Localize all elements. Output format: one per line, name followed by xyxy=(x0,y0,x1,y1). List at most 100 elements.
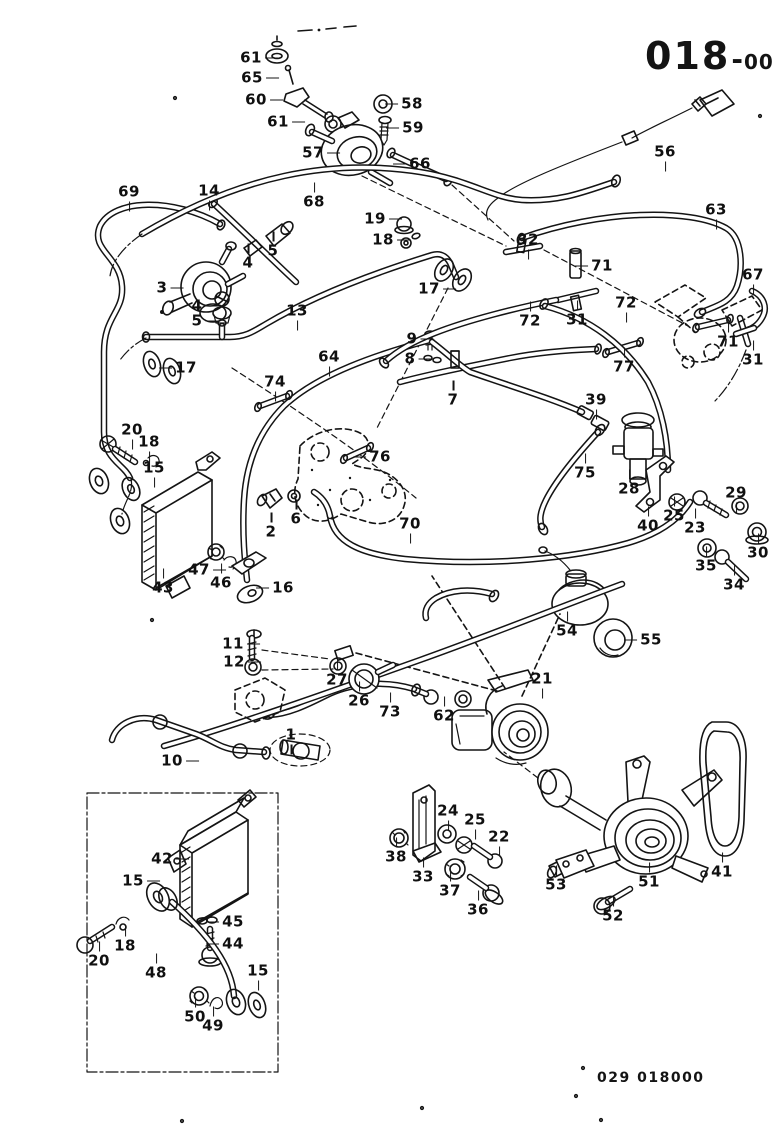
callout-leader-line xyxy=(396,239,410,241)
part-callout-72: 72 xyxy=(615,293,637,323)
part-number-label: 21 xyxy=(531,669,553,688)
part-callout-3: 3 xyxy=(157,280,184,296)
temp-sensor-drawing xyxy=(485,89,735,221)
part-callout-72: 72 xyxy=(519,301,541,329)
callout-leader-line xyxy=(358,681,361,692)
part-callout-16: 16 xyxy=(256,580,294,596)
part-number-label: 73 xyxy=(379,702,401,721)
part-callout-38: 38 xyxy=(385,837,407,865)
callout-leader-line xyxy=(146,880,160,882)
part-number-label: 49 xyxy=(202,1016,224,1035)
part-callout-64: 64 xyxy=(318,349,340,377)
part-number-label: 77 xyxy=(613,357,635,376)
part-number-label: 18 xyxy=(114,936,136,955)
callout-leader-line xyxy=(452,380,455,391)
part-number-label: 23 xyxy=(684,518,706,537)
tee-32-drawing xyxy=(502,236,689,327)
callout-leader-line xyxy=(612,896,615,907)
callout-leader-line xyxy=(664,161,667,172)
callout-leader-line xyxy=(529,301,532,312)
callout-leader-line xyxy=(291,121,305,123)
vertical-tube-71-drawing xyxy=(569,247,582,279)
part-number-label: 14 xyxy=(198,181,220,200)
callout-leader-line xyxy=(648,862,651,873)
callout-leader-line xyxy=(131,439,134,450)
part-callout-59: 59 xyxy=(386,120,424,136)
callout-leader-line xyxy=(694,508,697,519)
part-callout-76: 76 xyxy=(353,449,391,465)
callout-leader-line xyxy=(447,820,450,831)
part-number-label: 54 xyxy=(556,621,578,640)
part-number-label: 33 xyxy=(412,867,434,886)
callout-leader-line xyxy=(328,366,331,377)
part-callout-18: 18 xyxy=(138,434,160,462)
page-code-main: 018 xyxy=(645,34,731,78)
part-number-label: 55 xyxy=(640,630,662,649)
part-number-label: 31 xyxy=(566,310,588,329)
part-number-label: 34 xyxy=(723,575,745,594)
bottom-bracket-cluster-drawing xyxy=(389,784,576,905)
part-callout-33: 33 xyxy=(412,857,434,886)
callout-leader-line xyxy=(257,980,260,991)
part-number-label: 66 xyxy=(409,154,431,173)
callout-leader-line xyxy=(247,661,261,663)
part-number-label: 57 xyxy=(302,143,324,162)
callout-leader-line xyxy=(575,265,589,267)
part-callout-15: 15 xyxy=(122,871,160,890)
callout-leader-line xyxy=(148,451,151,462)
part-callout-66: 66 xyxy=(393,154,431,173)
callout-leader-line xyxy=(395,837,398,848)
part-number-label: 72 xyxy=(615,293,637,312)
part-number-label: 22 xyxy=(488,827,510,846)
callout-leader-line xyxy=(98,941,101,952)
v-belt-41-drawing xyxy=(699,721,747,857)
hose-72-left-drawing xyxy=(378,296,560,369)
part-callout-31: 31 xyxy=(742,340,764,369)
callout-leader-line xyxy=(269,99,283,101)
callout-leader-line xyxy=(705,546,708,557)
part-callout-19: 19 xyxy=(364,211,402,227)
part-callout-56: 56 xyxy=(654,144,676,172)
part-callout-57: 57 xyxy=(302,143,340,162)
page-code: 018-00 xyxy=(645,34,774,78)
footer-part-number: 029 018000 xyxy=(597,1070,705,1086)
callout-leader-line xyxy=(170,287,184,289)
callout-leader-line xyxy=(418,358,432,360)
hose-68-drawing xyxy=(109,164,622,277)
part-callout-73: 73 xyxy=(379,692,401,721)
part-callout-20: 20 xyxy=(121,422,143,450)
inset-box xyxy=(86,792,279,1073)
part-number-label: 18 xyxy=(372,230,394,249)
part-callout-25: 25 xyxy=(464,812,486,840)
callout-leader-line xyxy=(625,312,628,323)
part-number-label: 63 xyxy=(705,200,727,219)
part-callout-43: 43 xyxy=(152,568,174,596)
part-number-label: 13 xyxy=(286,301,308,320)
part-callout-12: 12 xyxy=(223,654,261,670)
callout-leader-line xyxy=(194,997,197,1008)
part-number-label: 24 xyxy=(437,801,459,820)
top-tick-marks xyxy=(297,25,357,32)
part-callout-2: 2 xyxy=(266,512,277,540)
part-callout-75: 75 xyxy=(574,453,596,481)
bolt-52-drawing xyxy=(593,885,634,915)
part-callout-37: 37 xyxy=(439,871,461,900)
egr-valve-28-drawing xyxy=(612,412,664,486)
callout-leader-line xyxy=(422,857,425,868)
part-callout-29: 29 xyxy=(725,485,747,513)
fuel-pump-left-drawing xyxy=(160,220,294,324)
part-callout-15: 15 xyxy=(247,963,269,991)
callout-leader-line xyxy=(555,865,558,876)
part-callout-61: 61 xyxy=(267,112,305,131)
part-callout-31: 31 xyxy=(566,300,588,329)
pipe-13-drawing xyxy=(119,251,473,499)
part-number-label: 31 xyxy=(742,350,764,369)
part-number-label: 37 xyxy=(439,881,461,900)
bracket-40-drawing xyxy=(635,455,675,513)
part-number-label: 61 xyxy=(267,112,289,131)
part-number-label: 15 xyxy=(122,871,144,890)
part-number-label: 17 xyxy=(418,279,440,298)
callout-leader-line xyxy=(389,692,392,703)
part-number-label: 7 xyxy=(447,390,459,409)
